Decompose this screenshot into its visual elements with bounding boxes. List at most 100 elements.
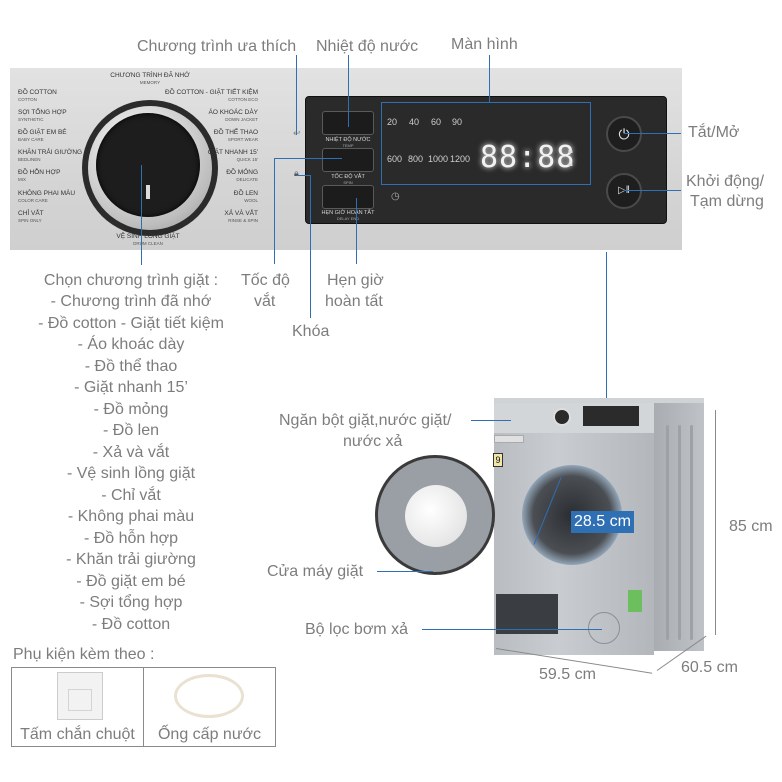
door-glass bbox=[405, 485, 467, 547]
pump-filter[interactable] bbox=[588, 612, 620, 644]
time-display: 88:88 bbox=[480, 140, 576, 175]
dial-label-vi: CHƯƠNG TRÌNH ĐÃ NHỚ bbox=[110, 72, 190, 79]
height-dimension: 85 cm bbox=[729, 518, 773, 535]
accessory-item: Ống cấp nước bbox=[144, 668, 275, 746]
callout-display: Màn hình bbox=[451, 36, 518, 53]
side-rib bbox=[666, 425, 669, 640]
dial-label-en: DRUM CLEAN bbox=[133, 241, 163, 246]
program-item: - Đồ len bbox=[102, 422, 160, 439]
door-lock-icon: 🔒︎ bbox=[568, 158, 573, 168]
depth-dimension: 60.5 cm bbox=[681, 659, 738, 676]
program-item: - Đồ cotton bbox=[91, 615, 171, 633]
callout-line bbox=[624, 190, 681, 191]
program-item: - Áo khoác dày bbox=[77, 336, 185, 353]
program-item: - Chương trình đã nhớ bbox=[50, 293, 212, 310]
program-item: - Đồ mỏng bbox=[93, 400, 169, 418]
clock-icon: ◷ bbox=[391, 191, 400, 202]
side-rib bbox=[690, 425, 693, 640]
program-item: - Xả và vắt bbox=[92, 443, 170, 461]
program-list-heading: Chọn chương trình giặt : bbox=[43, 272, 219, 289]
start-pause-button[interactable]: ▷‖ bbox=[606, 173, 642, 209]
callout-line bbox=[422, 629, 602, 630]
washer-top bbox=[494, 398, 704, 406]
program-dial[interactable] bbox=[96, 113, 200, 217]
callout-line bbox=[296, 175, 310, 176]
program-item: - Vệ sinh lồng giặt bbox=[66, 465, 196, 482]
callout-spin-1: Tốc độ bbox=[241, 272, 290, 289]
accessory-name: Tấm chắn chuột bbox=[20, 726, 135, 743]
speed-value: 600 bbox=[387, 154, 403, 164]
callout-line bbox=[348, 55, 349, 127]
callout-pump-filter: Bộ lọc bơm xả bbox=[305, 621, 408, 638]
program-item: - Sợi tổng hợp bbox=[79, 594, 183, 611]
callout-line bbox=[606, 252, 607, 402]
side-rib bbox=[678, 425, 681, 640]
program-item: - Đồ giặt em bé bbox=[76, 572, 186, 590]
temp-value: 20 bbox=[387, 117, 398, 127]
program-list: Chọn chương trình giặt : - Chương trình … bbox=[0, 271, 262, 635]
callout-line bbox=[489, 55, 490, 102]
delay-button[interactable] bbox=[322, 185, 374, 209]
speed-value: 1200 bbox=[450, 154, 471, 164]
lock-icon: 🔒︎ bbox=[294, 168, 299, 178]
speed-value: 800 bbox=[408, 154, 424, 164]
detergent-drawer[interactable] bbox=[494, 435, 524, 443]
program-item: - Giặt nhanh 15’ bbox=[74, 379, 188, 396]
program-item: - Chỉ vắt bbox=[101, 486, 161, 504]
callout-line bbox=[356, 198, 357, 264]
dial-label-en: MEMORY bbox=[139, 80, 161, 85]
speed-value: 1000 bbox=[428, 154, 449, 164]
callout-spin-2: vắt bbox=[254, 293, 276, 310]
dial-label-vi: VỆ SINH LỒNG GIẶT bbox=[116, 233, 180, 240]
accessory-item: Tấm chắn chuột bbox=[12, 668, 144, 746]
power-button[interactable]: ⏻ bbox=[606, 116, 642, 152]
temp-value: 90 bbox=[452, 117, 463, 127]
child-lock-icon: 🔒︎ bbox=[568, 145, 573, 155]
dial-label-right: GIẶT NHANH 15'QUICK 15' bbox=[207, 149, 258, 162]
play-pause-icon: ▷‖ bbox=[618, 185, 630, 196]
callout-detergent-2: nước xả bbox=[343, 433, 403, 450]
temp-value: 60 bbox=[431, 117, 442, 127]
height-dimension-line bbox=[715, 410, 716, 635]
feature-sticker bbox=[496, 594, 558, 634]
rat-guard-plate-icon bbox=[57, 672, 103, 720]
washer-display bbox=[583, 406, 639, 426]
callout-delay-1: Hẹn giờ bbox=[327, 272, 384, 289]
callout-detergent-1: Ngăn bột giặt,nước giặt/ bbox=[279, 412, 452, 429]
program-item: - Đồ thể thao bbox=[84, 357, 178, 375]
callout-line bbox=[310, 175, 311, 318]
accessories-table: Tấm chắn chuột Ống cấp nước bbox=[11, 667, 276, 747]
callout-water-temp: Nhiệt độ nước bbox=[316, 38, 419, 55]
energy-label bbox=[628, 590, 642, 612]
door-diameter-badge: 28.5 cm bbox=[571, 511, 634, 533]
power-icon: ⏻ bbox=[618, 126, 630, 142]
callout-door: Cửa máy giặt bbox=[267, 563, 364, 580]
callout-line bbox=[377, 571, 433, 572]
callout-delay-2: hoàn tất bbox=[325, 293, 383, 310]
accessory-name: Ống cấp nước bbox=[157, 726, 262, 743]
callout-line bbox=[296, 55, 297, 135]
program-item: - Đồ cotton - Giặt tiết kiệm bbox=[38, 314, 224, 332]
temp-value: 40 bbox=[409, 117, 420, 127]
display-screen bbox=[381, 102, 591, 185]
callout-line bbox=[471, 420, 511, 421]
width-dimension: 59.5 cm bbox=[539, 666, 596, 683]
spin-button[interactable] bbox=[322, 148, 374, 172]
